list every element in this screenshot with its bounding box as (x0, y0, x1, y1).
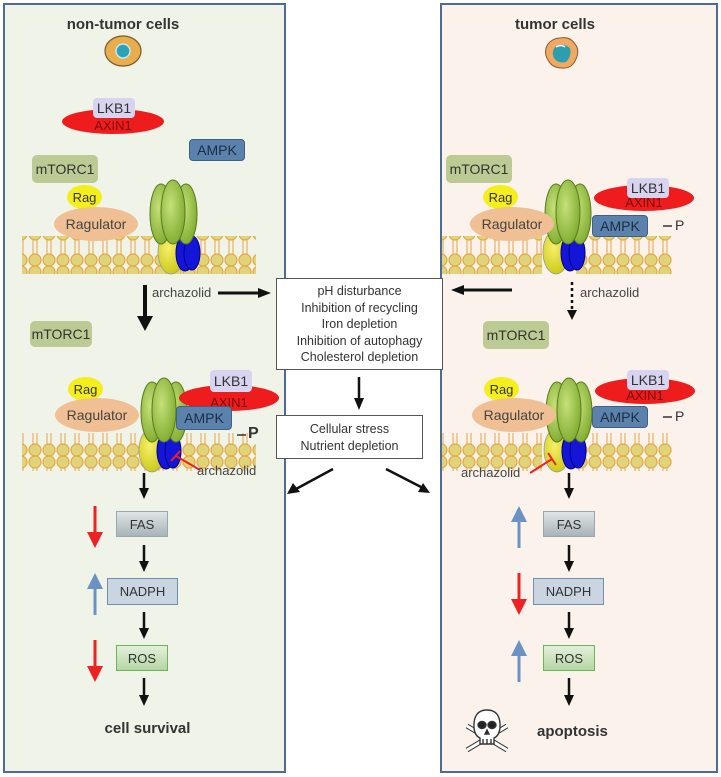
arrow-center-to-left (295, 467, 334, 491)
non-tumor-cells-title: non-tumor cells (66, 16, 180, 33)
rag-label-right: Rag (483, 185, 518, 209)
archazolid-effects-box: pH disturbance Inhibition of recycling I… (276, 278, 443, 370)
stress-item: Nutrient depletion (300, 438, 399, 453)
effect-item: pH disturbance (317, 284, 402, 298)
apoptosis-label: apoptosis (537, 723, 608, 740)
archazolid-label-right: archazolid (580, 285, 640, 300)
lkb1-label-right-bottom: LKB1 (627, 370, 669, 390)
ros-box-left: ROS (116, 645, 168, 671)
ros-down-arrow-left-head (87, 666, 103, 682)
arrow-right-to-center-head (451, 285, 464, 295)
membrane-right-top-2 (576, 236, 672, 274)
cellular-stress-box: Cellular stress Nutrient depletion (276, 415, 423, 459)
effect-item: Inhibition of autophagy (296, 333, 423, 348)
arrow-left-to-center-head (258, 288, 271, 298)
arrow-right-down-dotted-head (567, 310, 577, 320)
axin1-label-right: AXIN1 (625, 195, 663, 210)
membrane-right-bottom (442, 433, 542, 471)
ragulator-label-right-bottom: Ragulator (472, 398, 556, 432)
phospho-label-left: P (248, 425, 259, 442)
effect-item: Cholesterol depletion (300, 350, 419, 364)
fas-up-arrow-right-head (511, 506, 527, 522)
lkb1-label-right: LKB1 (627, 178, 669, 198)
ragulator-label: Ragulator (54, 207, 138, 241)
lkb1-label: LKB1 (93, 98, 135, 118)
ros-up-arrow-right-head (511, 640, 527, 656)
mtorc1-box-free-right: mTORC1 (483, 321, 549, 349)
archazolid-inhibitor-label-right: archazolid (461, 465, 521, 480)
fas-down-arrow-left-head (87, 532, 103, 548)
ragulator-label-bottom: Ragulator (55, 398, 139, 432)
archazolid-label-left: archazolid (152, 285, 212, 300)
ampk-box: AMPK (189, 139, 245, 161)
arrow-center-down-head (354, 398, 364, 410)
ampk-box-right: AMPK (592, 215, 648, 237)
ampk-box-right-bottom: AMPK (592, 406, 648, 428)
fas-box-left: FAS (116, 511, 168, 537)
ampk-box-bottom: AMPK (176, 406, 232, 430)
rag-label: Rag (67, 185, 102, 209)
inhibitor-left (175, 455, 201, 471)
tumor-cells-title: tumor cells (514, 16, 596, 33)
nadph-down-arrow-right-head (511, 599, 527, 615)
normal-cell-icon (104, 35, 142, 67)
mtorc1-box-free: mTORC1 (30, 321, 92, 347)
nadph-up-arrow-left-head (87, 573, 103, 589)
archazolid-inhibitor-label-left: archazolid (197, 463, 257, 478)
cell-survival-label: cell survival (104, 720, 191, 737)
inhibitor-right (529, 458, 553, 474)
ragulator-label-right: Ragulator (470, 207, 554, 241)
axin1-label-right-bottom: AXIN1 (626, 388, 664, 403)
nadph-box-right: NADPH (533, 578, 604, 605)
membrane-right-top (442, 236, 542, 274)
rag-label-bottom: Rag (68, 377, 103, 401)
mtorc1-box-right: mTORC1 (446, 155, 512, 183)
arrow-left-down-thick-head (137, 316, 153, 331)
rag-label-right-bottom: Rag (484, 377, 519, 401)
arrow-center-to-right-head (418, 483, 430, 493)
right-pathway-arrows (564, 473, 574, 706)
membrane-right-bottom-2 (576, 433, 672, 471)
arrow-center-to-left-head (287, 483, 300, 494)
membrane-left-top (22, 236, 256, 274)
tumor-cell-icon (545, 37, 579, 69)
phospho-label-right-top: P (675, 217, 685, 233)
skull-crossbones-icon (465, 709, 509, 753)
inhibitor-right-bar (547, 452, 557, 466)
ros-box-right: ROS (543, 645, 595, 671)
effect-item: Inhibition of recycling (301, 300, 418, 315)
v-atpase-right-top (542, 179, 592, 275)
lkb1-label-bottom: LKB1 (210, 370, 252, 392)
fas-box-right: FAS (543, 511, 595, 537)
effect-item: Iron depletion (321, 317, 398, 331)
phospho-label-right-bottom: P (675, 408, 685, 424)
inhibitor-left-bar (170, 450, 181, 462)
mtorc1-box: mTORC1 (32, 155, 98, 183)
v-atpase-left-top (149, 179, 201, 275)
axin1-label: AXIN1 (94, 118, 132, 133)
left-pathway-arrows (139, 473, 149, 706)
arrow-center-to-right (385, 467, 422, 489)
nadph-box-left: NADPH (107, 578, 178, 605)
stress-item: Cellular stress (309, 422, 390, 436)
